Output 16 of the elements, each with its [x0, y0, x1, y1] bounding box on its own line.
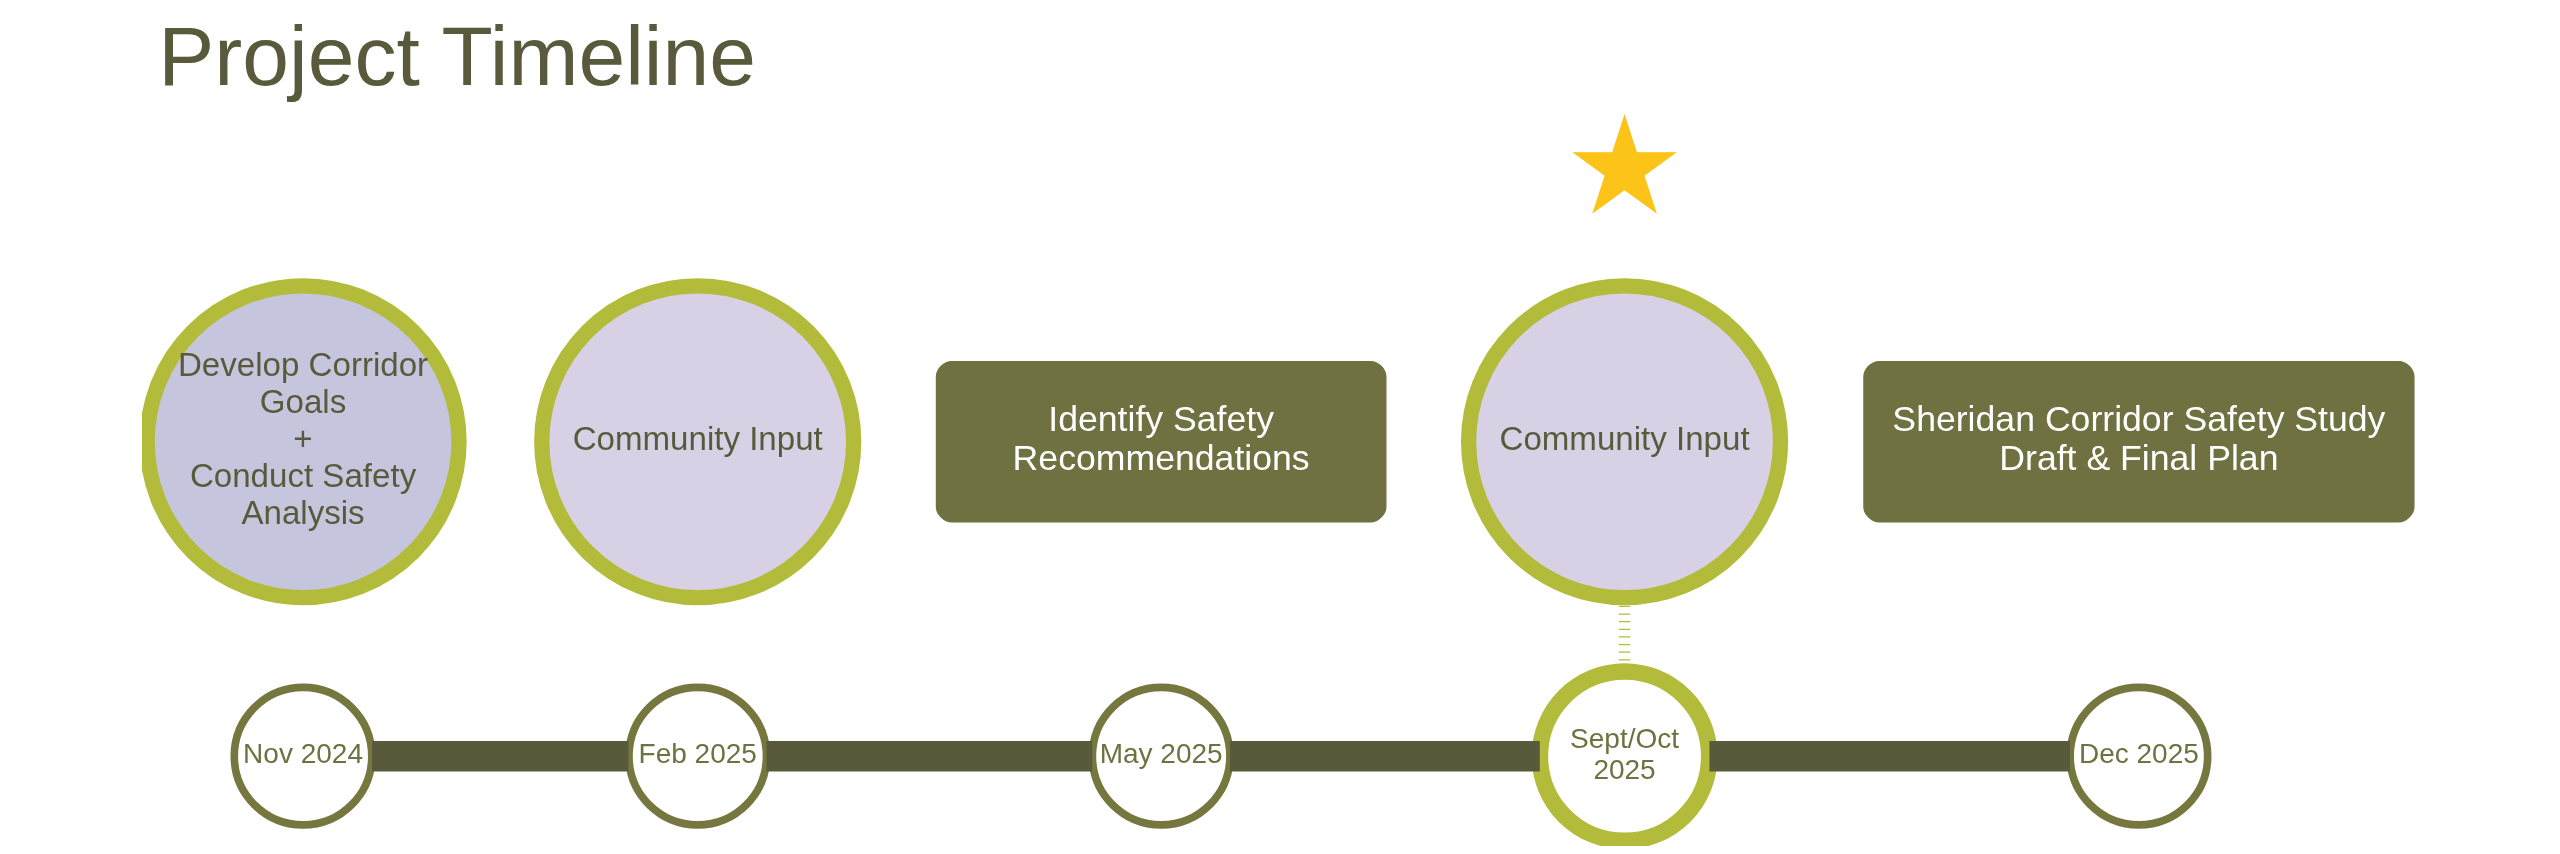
node-circle: Sept/Oct 2025 — [1531, 663, 1717, 846]
node-circle: Community Input — [1460, 278, 1788, 606]
node-box: Sheridan Corridor Safety Study Draft & Final Plan — [1862, 360, 2415, 523]
node-circle: May 2025 — [1088, 683, 1234, 829]
node-circle: Dec 2025 — [2065, 683, 2211, 829]
connector — [766, 740, 1092, 772]
connector — [371, 740, 628, 772]
node-star — [1571, 114, 1677, 214]
node-circle: Develop Corridor Goals + Conduct Safety Analysis — [141, 278, 467, 606]
connector — [1708, 740, 2070, 772]
node-circle: Feb 2025 — [624, 683, 770, 829]
node-circle: Community Input — [533, 278, 861, 606]
diagram-title: Project Timeline — [157, 9, 756, 104]
node-box: Identify Safety Recommendations — [935, 360, 1386, 523]
node-circle: Nov 2024 — [230, 683, 376, 829]
connector — [1229, 740, 1540, 772]
